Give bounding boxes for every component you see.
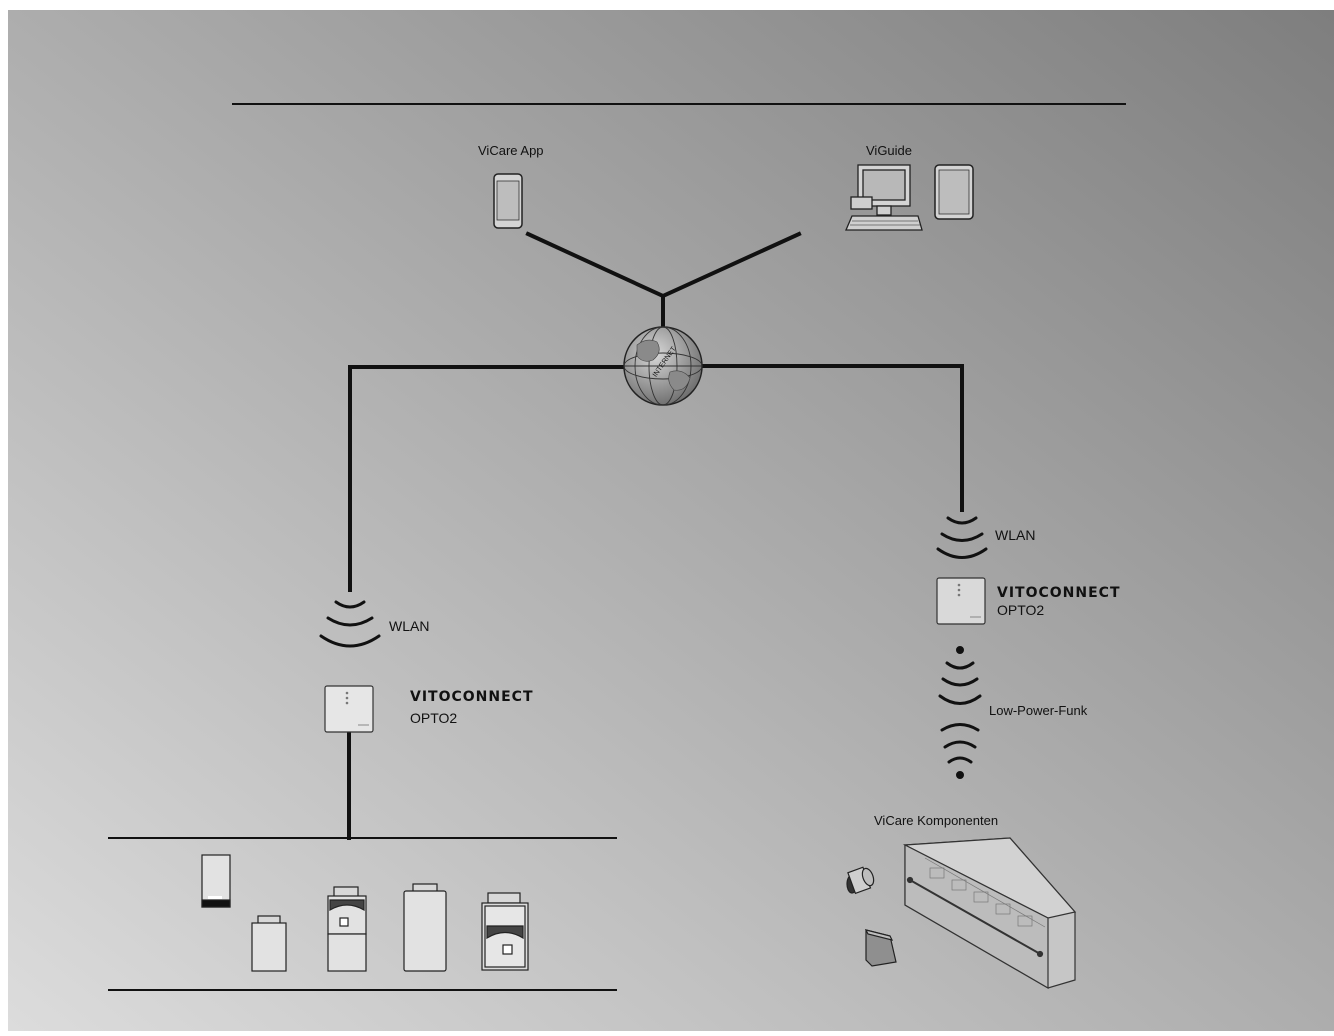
viguide-label: ViGuide (866, 143, 913, 158)
line-viguide-to-hub (660, 231, 802, 299)
heating-appliance-icon-4 (403, 883, 447, 972)
room-sensor-icon (864, 929, 897, 967)
vitoconnect-gateway-icon-left (324, 685, 374, 733)
line-globe-to-right-wlan (698, 364, 964, 512)
opto2-label-left: OPTO2 (410, 710, 458, 726)
connection-lines (347, 231, 964, 840)
heating-appliance-icon-5 (481, 892, 529, 971)
opto2-label-right: OPTO2 (997, 602, 1045, 618)
thermostat-head-icon (846, 866, 875, 895)
tablet-icon (934, 164, 974, 220)
vitoconnect-gateway-icon-right (936, 577, 986, 625)
vicare-app-label: ViCare App (478, 143, 544, 158)
heating-appliance-icon-2 (251, 915, 287, 972)
vitoconnect-label-left: VITOCONNECT (410, 689, 534, 705)
wlan-label-left: WLAN (389, 618, 430, 634)
wifi-waves-icon-right (936, 516, 988, 559)
floor-heating-distributor-icon (902, 837, 1077, 990)
low-power-radio-icon (938, 646, 982, 779)
line-app-to-hub (525, 231, 666, 299)
internet-globe-icon: INTERNET (623, 326, 703, 406)
wifi-waves-icon-left (319, 600, 381, 648)
line-globe-to-left-wlan (348, 365, 626, 592)
desktop-computer-icon (845, 164, 923, 231)
wlan-label-right: WLAN (995, 527, 1036, 543)
vicare-komponenten-label: ViCare Komponenten (874, 813, 999, 828)
heating-appliance-icon-1 (201, 854, 231, 908)
vitoconnect-label-right: VITOCONNECT (997, 585, 1121, 601)
heating-appliance-icon-3 (327, 886, 367, 972)
smartphone-icon (493, 173, 523, 229)
low-power-funk-label: Low-Power-Funk (989, 703, 1088, 718)
